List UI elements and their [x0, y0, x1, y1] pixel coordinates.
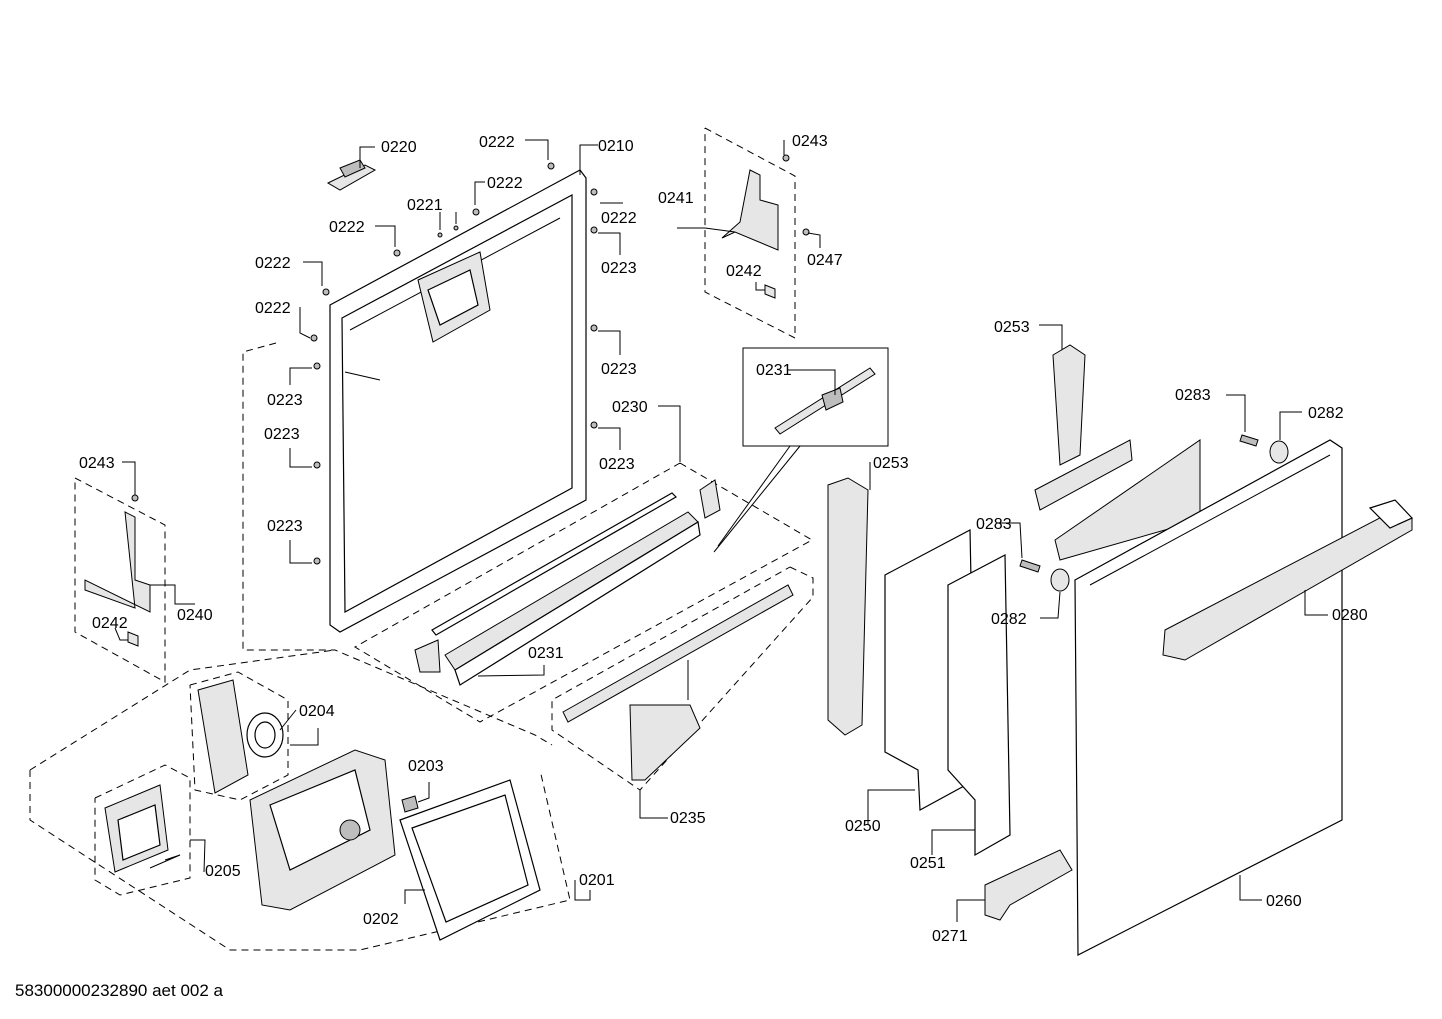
callout-0201: 0201	[579, 872, 615, 889]
callout-0247: 0247	[807, 252, 843, 269]
callout-labels: 0220 0222 0210 0222 0221 0222 0222 0223 …	[79, 133, 1368, 945]
callout-0223: 0223	[601, 361, 637, 378]
callout-0210: 0210	[598, 138, 634, 155]
callout-0282: 0282	[1308, 405, 1344, 422]
callout-0222: 0222	[255, 300, 291, 317]
screws	[310, 162, 598, 565]
callout-0251: 0251	[910, 855, 946, 872]
gasket-frame-0202	[399, 779, 541, 941]
callout-0242: 0242	[726, 263, 762, 280]
callout-0271: 0271	[932, 928, 968, 945]
callout-0283: 0283	[1175, 387, 1211, 404]
callout-0235: 0235	[670, 810, 706, 827]
document-id: 58300000232890 aet 002 a	[15, 981, 223, 1000]
callout-0231: 0231	[756, 362, 792, 379]
inner-door-frame-0210	[329, 169, 587, 633]
callout-0240: 0240	[177, 607, 213, 624]
callout-0260: 0260	[1266, 893, 1302, 910]
callout-0282: 0282	[991, 611, 1027, 628]
trim-strips-0230	[414, 479, 721, 686]
callout-0253: 0253	[994, 319, 1030, 336]
callout-0241: 0241	[658, 190, 694, 207]
callout-0230: 0230	[612, 399, 648, 416]
callout-0231: 0231	[528, 645, 564, 662]
callout-0202: 0202	[363, 911, 399, 928]
right-hinge-0241	[721, 154, 810, 299]
outer-door-panel-0260	[1074, 439, 1343, 956]
callout-0223: 0223	[264, 426, 300, 443]
dispenser-cover-0204	[197, 679, 284, 794]
control-module-0205	[104, 784, 181, 873]
callout-0223: 0223	[267, 518, 303, 535]
callout-0222: 0222	[329, 219, 365, 236]
callout-0220: 0220	[381, 139, 417, 156]
callout-0222: 0222	[487, 175, 523, 192]
handle-0280	[1162, 499, 1414, 661]
callout-0250: 0250	[845, 818, 881, 835]
latch-0220	[326, 159, 377, 191]
dispenser-0201	[249, 749, 396, 911]
callout-0222: 0222	[479, 134, 515, 151]
rail-0235	[562, 584, 794, 781]
callout-0280: 0280	[1332, 607, 1368, 624]
leader-lines	[114, 139, 1328, 922]
callout-0253: 0253	[873, 455, 909, 472]
callout-0223: 0223	[601, 260, 637, 277]
callout-0222: 0222	[601, 210, 637, 227]
callout-0221: 0221	[407, 197, 443, 214]
callout-0243: 0243	[792, 133, 828, 150]
callout-0223: 0223	[599, 456, 635, 473]
assembly-outlines	[29, 127, 889, 951]
callout-0243: 0243	[79, 455, 115, 472]
callout-0222: 0222	[255, 255, 291, 272]
callout-0204: 0204	[299, 703, 335, 720]
callout-0283: 0283	[976, 516, 1012, 533]
parts	[84, 154, 1414, 956]
callout-0242: 0242	[92, 615, 128, 632]
callout-0203: 0203	[408, 758, 444, 775]
callout-0223: 0223	[267, 392, 303, 409]
callout-0205: 0205	[205, 863, 241, 880]
